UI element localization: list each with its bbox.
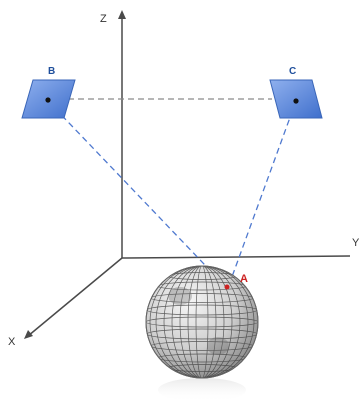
y-axis-label: Y xyxy=(352,237,360,249)
axes: Z Y X xyxy=(8,10,360,348)
y-axis xyxy=(121,255,351,259)
panel-c: C xyxy=(269,66,323,119)
panel-c-label: C xyxy=(289,66,296,77)
point-a: A xyxy=(224,273,248,290)
point-a-label: A xyxy=(240,273,248,285)
x-axis-arrowhead xyxy=(24,330,33,339)
z-axis-label: Z xyxy=(100,13,107,25)
panel-b: B xyxy=(21,66,76,119)
sphere-reflection xyxy=(158,378,246,402)
panel-c-center-dot xyxy=(293,98,299,104)
ray-c-to-a xyxy=(228,100,297,286)
z-axis-arrowhead xyxy=(118,10,126,19)
panel-b-label: B xyxy=(48,66,55,77)
point-a-marker xyxy=(224,284,230,290)
panel-b-center-dot xyxy=(45,97,51,103)
x-axis-label: X xyxy=(8,336,16,348)
ray-b-to-a xyxy=(47,100,227,288)
x-axis xyxy=(27,257,123,337)
